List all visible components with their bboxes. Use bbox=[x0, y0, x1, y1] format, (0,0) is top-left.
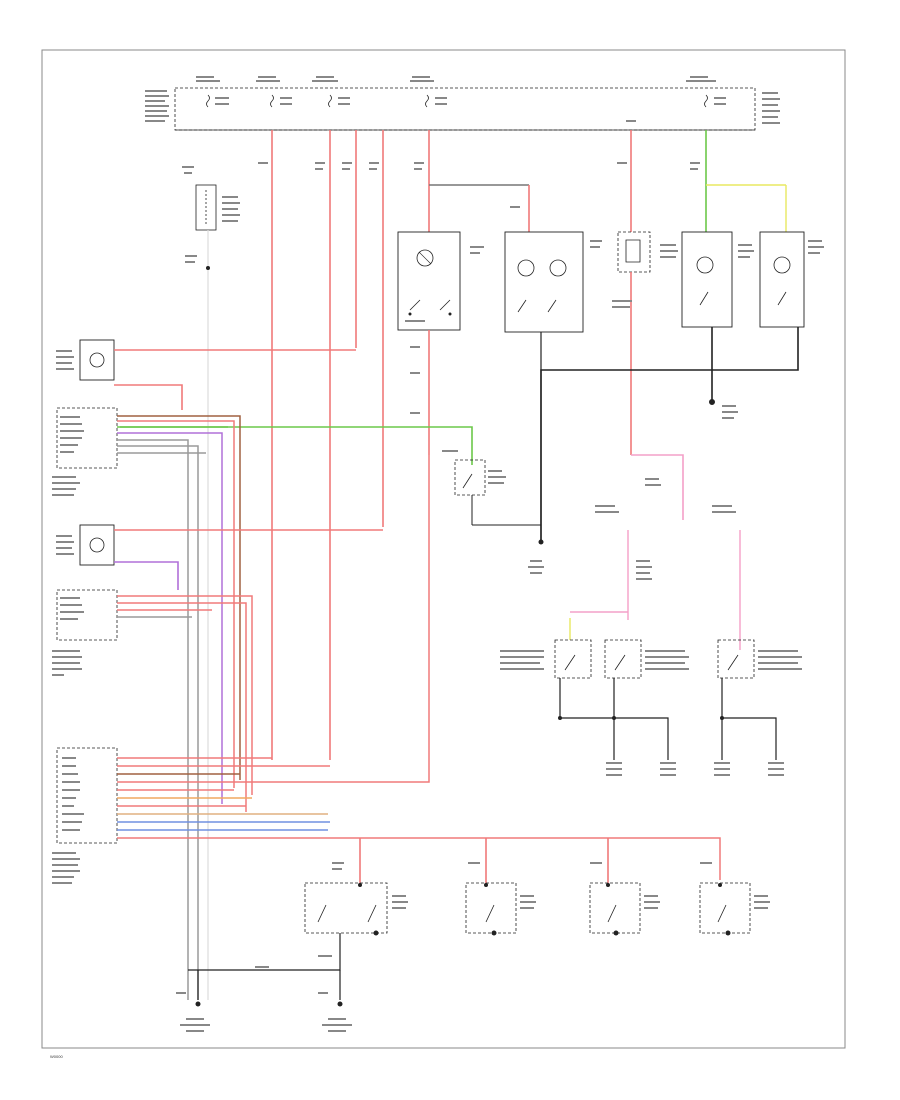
wire-red-lc1-b bbox=[114, 384, 183, 410]
door-switch-mid bbox=[442, 450, 541, 526]
ground-symbols-bottom bbox=[195, 1001, 343, 1007]
switch-group-2 bbox=[504, 206, 602, 540]
ground-symbol-top-right bbox=[709, 399, 715, 405]
fuse-box bbox=[145, 76, 780, 131]
switch-group-5 bbox=[759, 231, 824, 328]
fuse-box-labels bbox=[145, 76, 780, 124]
bottom-door-switches bbox=[304, 838, 770, 936]
top-ground-bus bbox=[540, 327, 799, 540]
lc2-wires bbox=[117, 415, 241, 1000]
switch-group-3 bbox=[612, 231, 678, 455]
diagram-frame bbox=[41, 49, 846, 1049]
switch-group-4 bbox=[681, 231, 754, 328]
wire-violet-lc3-b bbox=[114, 561, 179, 590]
control-module bbox=[52, 747, 118, 884]
wire-pink-mid bbox=[631, 454, 684, 520]
feed-wire-labels bbox=[258, 162, 700, 170]
fuse-symbols bbox=[206, 94, 708, 108]
wire-green-horizontal bbox=[120, 426, 473, 465]
left-component-4 bbox=[52, 589, 118, 676]
lc4-wires bbox=[117, 595, 253, 812]
feed-wires bbox=[271, 130, 707, 760]
switch-group-1 bbox=[397, 231, 484, 455]
ground-symbol-mid bbox=[528, 539, 544, 574]
left-component-2 bbox=[52, 407, 118, 496]
upper-left-switch bbox=[182, 166, 240, 1000]
left-component-1 bbox=[56, 339, 115, 381]
diagram-code: W0000 bbox=[50, 1054, 63, 1059]
left-component-3 bbox=[56, 524, 115, 566]
control-module-wires bbox=[117, 455, 721, 880]
bottom-ground-bus bbox=[188, 933, 341, 1000]
lower-right-switches bbox=[500, 505, 802, 776]
